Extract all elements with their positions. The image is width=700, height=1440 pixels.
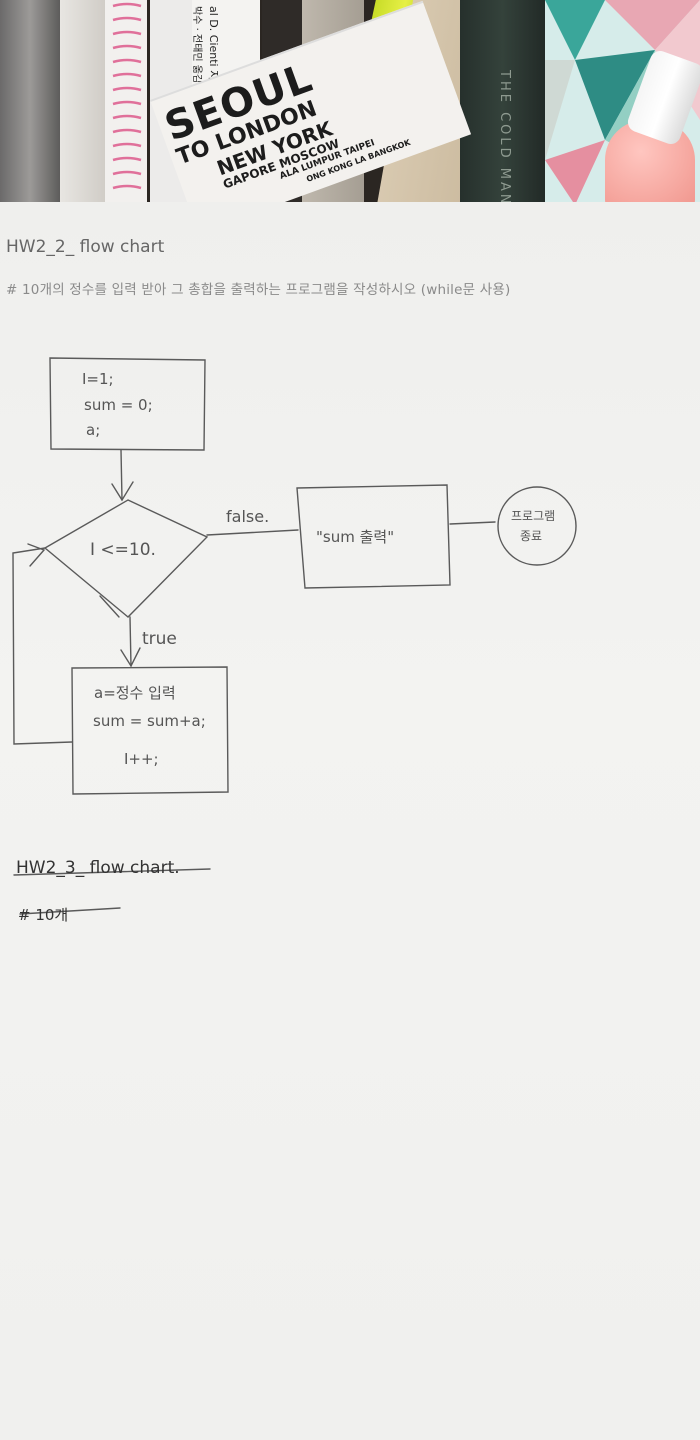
assignment-text: # 10개의 정수를 입력 받아 그 총합을 출력하는 프로그램을 작성하시오 … bbox=[6, 282, 511, 298]
arrowhead bbox=[111, 481, 134, 502]
false-branch-line bbox=[206, 529, 299, 536]
output-to-terminal-line bbox=[449, 521, 496, 525]
process-line-increment: I++; bbox=[124, 750, 159, 768]
bookshelf-background: al D. Cienti 지음 박수 · 전태민 옮김 THE COLD MAN… bbox=[0, 0, 700, 205]
process-line-input: a=정수 입력 bbox=[94, 684, 176, 702]
struck-line: # 10개 bbox=[18, 906, 69, 924]
spiral-binding bbox=[112, 2, 142, 190]
init-line-sum: sum = 0; bbox=[84, 396, 153, 414]
init-line-a: a; bbox=[86, 421, 101, 439]
output-box-outline bbox=[296, 484, 451, 589]
terminal-line-1: 프로그램 bbox=[511, 509, 556, 523]
arrowhead bbox=[120, 647, 141, 668]
book-spine: THE COLD MAN bbox=[460, 0, 545, 205]
strike-line bbox=[13, 868, 211, 876]
process-box-outline bbox=[71, 666, 229, 795]
init-line-i: I=1; bbox=[82, 370, 114, 388]
decision-condition: I <=10. bbox=[90, 540, 156, 560]
spiral-notebook bbox=[105, 0, 147, 205]
true-branch-line bbox=[129, 616, 132, 667]
true-label: true bbox=[142, 629, 177, 649]
terminal-line-2: 종료 bbox=[520, 529, 543, 543]
loop-back-line bbox=[12, 547, 73, 745]
terminal-oval bbox=[497, 486, 577, 566]
arrowhead bbox=[99, 595, 120, 618]
strike-line bbox=[19, 907, 121, 915]
struck-title: HW2_3_ flow chart. bbox=[16, 858, 180, 878]
binder bbox=[0, 0, 60, 205]
false-label: false. bbox=[226, 507, 270, 526]
process-line-sum: sum = sum+a; bbox=[93, 712, 206, 730]
paper-sheet bbox=[0, 202, 700, 1440]
binder bbox=[60, 0, 108, 205]
page-title: HW2_2_ flow chart bbox=[6, 237, 165, 257]
arrowhead bbox=[27, 543, 46, 567]
init-to-decision-line bbox=[120, 449, 123, 501]
init-box-outline bbox=[49, 357, 206, 451]
output-text: "sum 출력" bbox=[316, 528, 395, 546]
decision-diamond-outline bbox=[43, 499, 209, 618]
